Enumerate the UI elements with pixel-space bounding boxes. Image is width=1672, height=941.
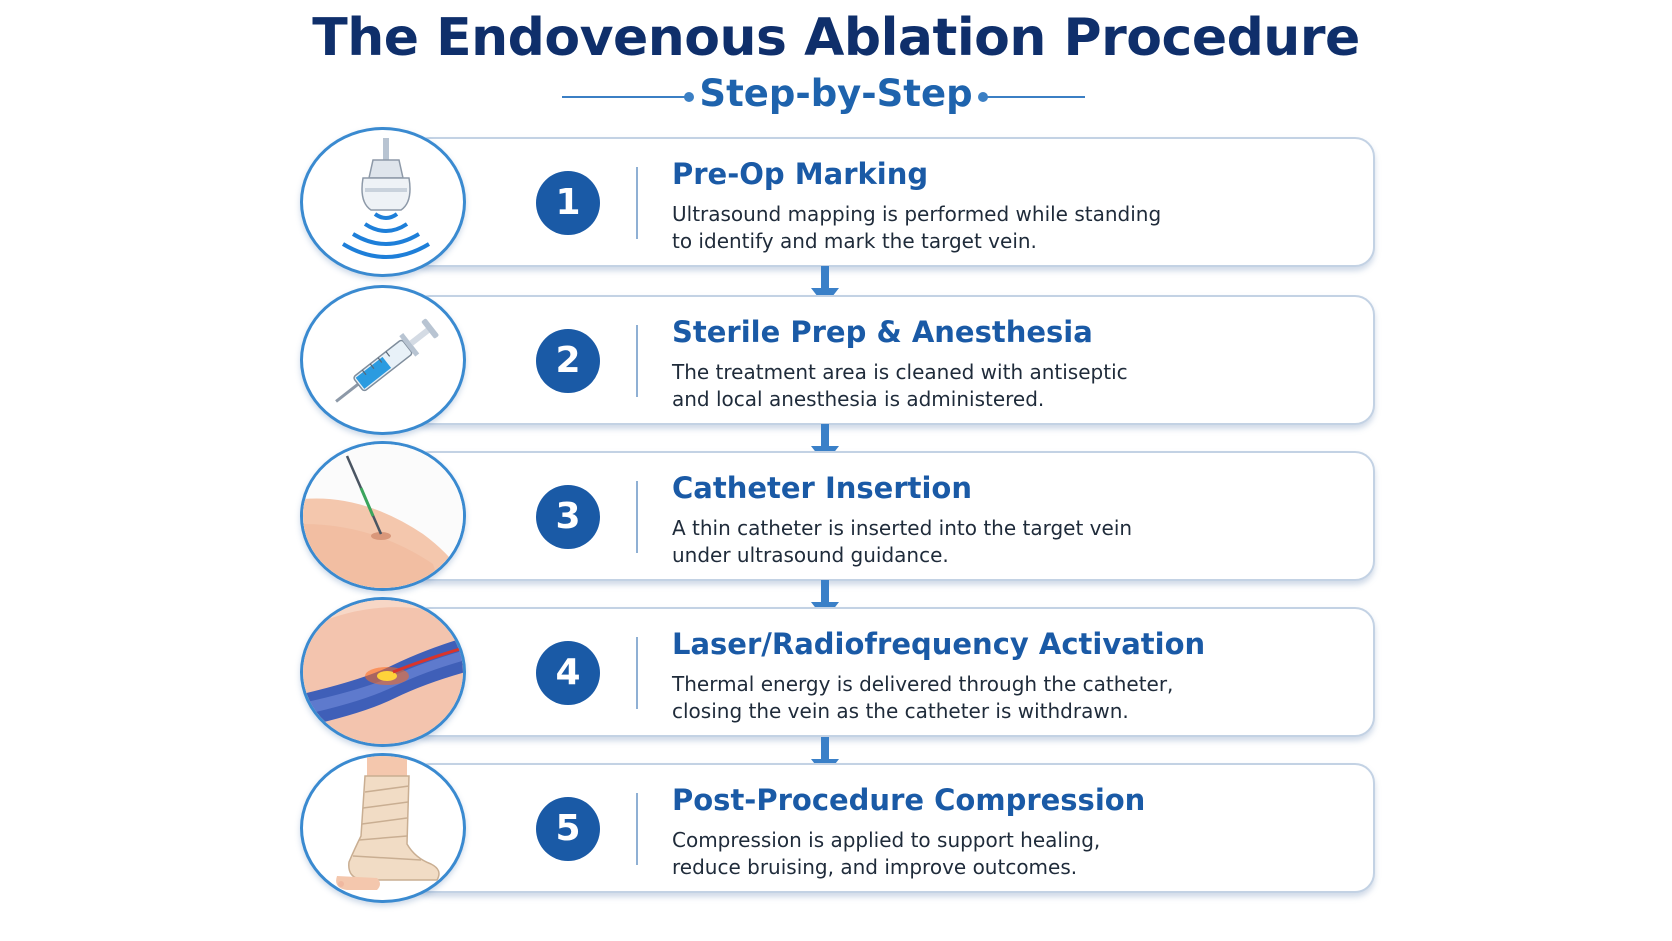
step-card-5: 5 Post-Procedure Compression Compression… [410, 763, 1375, 893]
step-description-line: to identify and mark the target vein. [672, 229, 1037, 253]
step-number-badge: 5 [536, 797, 600, 861]
step-description: Thermal energy is delivered through the … [672, 671, 1292, 725]
step-title: Laser/Radiofrequency Activation [672, 627, 1206, 661]
step-divider [636, 793, 638, 865]
step-description-line: under ultrasound guidance. [672, 543, 949, 567]
catheter-skin-icon [300, 441, 466, 591]
step-description: A thin catheter is inserted into the tar… [672, 515, 1292, 569]
step-description-line: Compression is applied to support healin… [672, 828, 1101, 852]
step-card-4: 4 Laser/Radiofrequency Activation Therma… [410, 607, 1375, 737]
step-description: Ultrasound mapping is performed while st… [672, 201, 1292, 255]
step-number-badge: 2 [536, 329, 600, 393]
subtitle-dot-right [978, 92, 988, 102]
step-description-line: The treatment area is cleaned with antis… [672, 360, 1128, 384]
step-card-1: 1 Pre-Op Marking Ultrasound mapping is p… [410, 137, 1375, 267]
step-description-line: A thin catheter is inserted into the tar… [672, 516, 1133, 540]
step-title: Post-Procedure Compression [672, 783, 1146, 817]
step-number-badge: 4 [536, 641, 600, 705]
step-card-3: 3 Catheter Insertion A thin catheter is … [410, 451, 1375, 581]
step-description-line: and local anesthesia is administered. [672, 387, 1045, 411]
step-description: Compression is applied to support healin… [672, 827, 1292, 881]
step-number-badge: 3 [536, 485, 600, 549]
step-number-badge: 1 [536, 171, 600, 235]
page-subtitle: Step-by-Step [699, 72, 973, 115]
step-title: Pre-Op Marking [672, 157, 929, 191]
subtitle-dot-left [684, 92, 694, 102]
vein-laser-icon [300, 597, 466, 747]
subtitle-line-left [562, 96, 687, 98]
step-divider [636, 481, 638, 553]
step-description-line: closing the vein as the catheter is with… [672, 699, 1129, 723]
subtitle-line-right [985, 96, 1085, 98]
step-description: The treatment area is cleaned with antis… [672, 359, 1292, 413]
step-description-line: reduce bruising, and improve outcomes. [672, 855, 1078, 879]
step-card-2: 2 Sterile Prep & Anesthesia The treatmen… [410, 295, 1375, 425]
step-title: Catheter Insertion [672, 471, 972, 505]
step-divider [636, 325, 638, 397]
subtitle-row: Step-by-Step [0, 72, 1672, 122]
step-divider [636, 167, 638, 239]
ultrasound-probe-icon [300, 127, 466, 277]
syringe-icon [300, 285, 466, 435]
step-title: Sterile Prep & Anesthesia [672, 315, 1093, 349]
page-title: The Endovenous Ablation Procedure [312, 8, 1360, 68]
compression-bandage-icon [300, 753, 466, 903]
step-divider [636, 637, 638, 709]
step-description-line: Ultrasound mapping is performed while st… [672, 202, 1162, 226]
step-description-line: Thermal energy is delivered through the … [672, 672, 1174, 696]
